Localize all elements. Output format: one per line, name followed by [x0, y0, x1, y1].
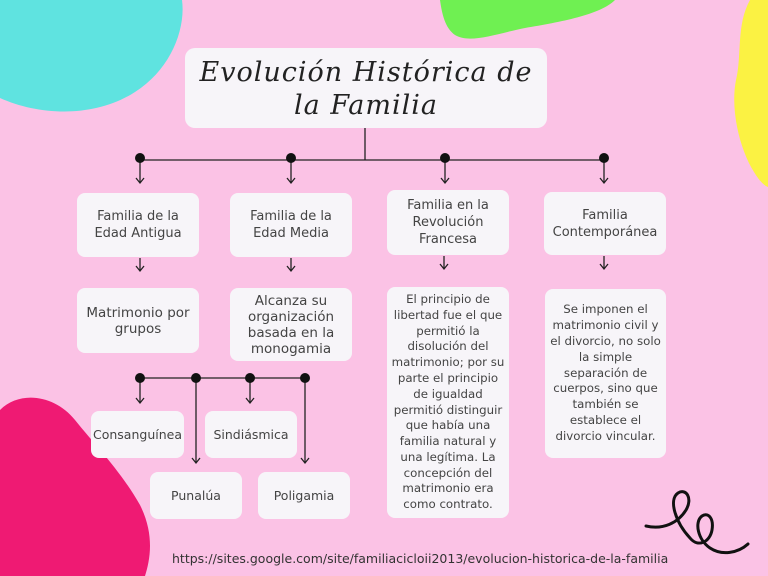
- stage-label: Familia Contemporánea: [552, 207, 658, 240]
- arrowhead-stage-4: [599, 177, 609, 185]
- arrowhead-type-poligamia: [300, 457, 310, 465]
- detail-box-revolucion-francesa: El principio de libertad fue el que perm…: [387, 287, 509, 518]
- yellow-blob-shape: [734, 0, 768, 187]
- arrowhead-stage-3: [440, 177, 450, 185]
- arrowhead-type-punalua: [191, 457, 201, 465]
- yellow-blob-decoration: [734, 0, 768, 187]
- detail-text: Se imponen el matrimonio civil y el divo…: [550, 302, 661, 443]
- stage-box-edad-antigua: Familia de la Edad Antigua: [77, 193, 199, 257]
- arrowhead-stage-2: [286, 177, 296, 185]
- detail-box-edad-antigua: Matrimonio por grupos: [77, 288, 199, 353]
- stage-box-contemporanea: Familia Contemporánea: [544, 192, 666, 255]
- stage-box-edad-media: Familia de la Edad Media: [230, 193, 352, 257]
- teal-blob-decoration: [0, 0, 183, 112]
- detail-text: Matrimonio por grupos: [86, 304, 190, 337]
- detail-text: Alcanza su organización basada en la mon…: [247, 292, 335, 357]
- scribble-stroke: [644, 490, 750, 555]
- junction-dot-stage-1: [135, 153, 145, 163]
- stage-label: Familia en la Revolución Francesa: [407, 198, 489, 247]
- source-url: https://sites.google.com/site/familiacic…: [172, 551, 669, 566]
- arrowhead-type-sindiasmica: [245, 397, 255, 405]
- junction-dot-type-3: [245, 373, 255, 383]
- stage-box-revolucion-francesa: Familia en la Revolución Francesa: [387, 190, 509, 255]
- teal-blob-shape: [0, 0, 183, 112]
- junction-dot-stage-3: [440, 153, 450, 163]
- stage-label: Familia de la Edad Media: [250, 209, 332, 241]
- type-label: Consanguínea: [93, 427, 182, 442]
- junction-dot-type-2: [191, 373, 201, 383]
- type-box-punalua: Punalúa: [150, 472, 242, 519]
- type-label: Sindiásmica: [213, 427, 289, 442]
- magenta-blob-shape: [0, 397, 150, 576]
- magenta-blob-decoration: [0, 397, 150, 576]
- arrowhead-detail-4: [599, 263, 609, 271]
- junction-dot-type-4: [300, 373, 310, 383]
- arrowhead-detail-3: [439, 263, 449, 271]
- detail-text: El principio de libertad fue el que perm…: [391, 291, 505, 512]
- junction-dot-type-1: [135, 373, 145, 383]
- type-box-sindiasmica: Sindiásmica: [205, 411, 297, 458]
- type-label: Poligamia: [273, 488, 335, 503]
- stage-label: Familia de la Edad Antigua: [94, 209, 182, 241]
- detail-box-edad-media: Alcanza su organización basada en la mon…: [230, 288, 352, 361]
- type-box-consanguinea: Consanguínea: [91, 411, 184, 458]
- arrowhead-detail-1: [135, 265, 145, 273]
- junction-dot-stage-2: [286, 153, 296, 163]
- arrowhead-type-consanguinea: [135, 397, 145, 405]
- type-label: Punalúa: [171, 488, 221, 503]
- arrowhead-detail-2: [286, 265, 296, 273]
- scribble-decoration: [644, 490, 750, 555]
- detail-box-contemporanea: Se imponen el matrimonio civil y el divo…: [545, 289, 666, 458]
- green-blob-decoration: [440, 0, 615, 39]
- type-box-poligamia: Poligamia: [258, 472, 350, 519]
- junction-dot-stage-4: [599, 153, 609, 163]
- green-blob-shape: [440, 0, 615, 39]
- arrowhead-stage-1: [135, 177, 145, 185]
- diagram-title: Evolución Histórica de la Familia: [185, 48, 547, 128]
